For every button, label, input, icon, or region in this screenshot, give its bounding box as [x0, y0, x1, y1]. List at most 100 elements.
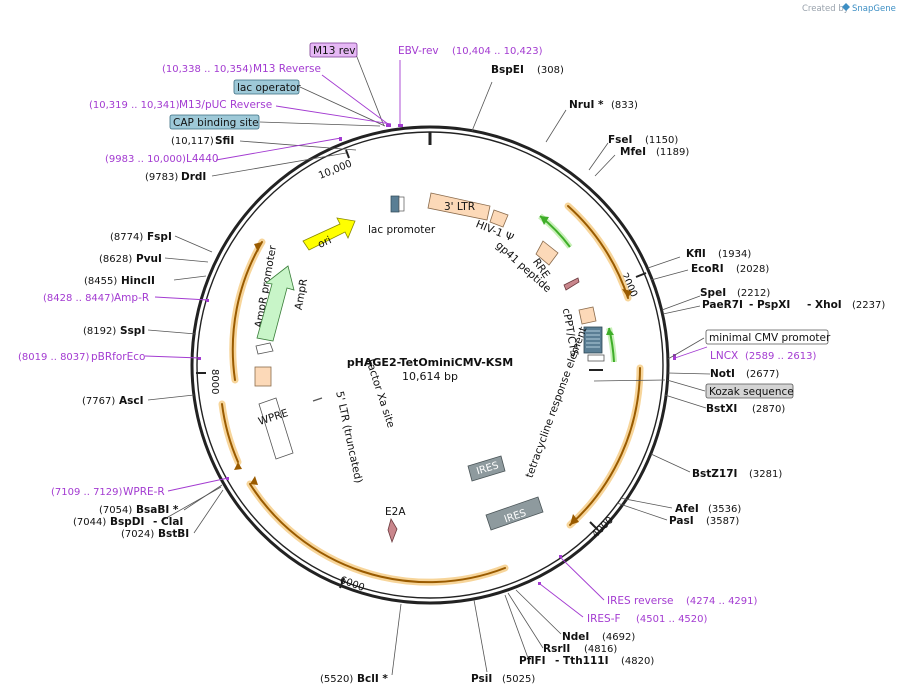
- svg-text:(7054): (7054): [99, 505, 132, 516]
- feature-ires-1: IRES: [467, 455, 506, 482]
- credit-brand: SnapGene: [852, 4, 896, 14]
- svg-text:(4274 .. 4291): (4274 .. 4291): [686, 596, 758, 607]
- site-pflfi: PflFI: [519, 655, 546, 667]
- svg-text:(8428 .. 8447): (8428 .. 8447): [43, 293, 115, 304]
- site-bstxi: BstXI: [706, 403, 737, 415]
- box-kozak: [705, 383, 794, 399]
- svg-text:(9983 .. 10,000): (9983 .. 10,000): [105, 154, 186, 165]
- site-rsrii: RsrII: [543, 643, 570, 655]
- feature-rre: [535, 240, 559, 266]
- feature-ampr: [256, 265, 295, 342]
- svg-text:Kozak sequence: Kozak sequence: [709, 386, 794, 398]
- svg-text:(7767): (7767): [82, 396, 115, 407]
- feature-ampr-promoter: [255, 342, 274, 355]
- primer-lncx: LNCX: [710, 350, 738, 362]
- snapgene-logo-icon: [842, 3, 850, 11]
- svg-text:(8455): (8455): [84, 276, 117, 287]
- site-fspi: FspI: [147, 231, 172, 243]
- svg-text:(8628): (8628): [99, 254, 132, 265]
- svg-text:(4501 .. 4520): (4501 .. 4520): [636, 614, 708, 625]
- svg-text:(8774): (8774): [110, 232, 143, 243]
- svg-text:(308): (308): [537, 65, 564, 76]
- site-hincii: HincII: [121, 275, 155, 287]
- site-xhoi: - XhoI: [807, 299, 842, 311]
- svg-text:(4820): (4820): [621, 656, 654, 667]
- site-noti: NotI: [710, 368, 735, 380]
- leaders: [147, 51, 711, 676]
- label-tre: tetracycline response element: [524, 325, 590, 479]
- site-bspei: BspEI: [491, 64, 524, 76]
- site-bstz17i: BstZ17I: [692, 468, 737, 480]
- feature-5ltr: [254, 366, 272, 387]
- label-5ltr: 5' LTR (truncated): [333, 390, 364, 484]
- svg-text:(2237): (2237): [852, 300, 885, 311]
- svg-text:(2589 .. 2613): (2589 .. 2613): [745, 351, 817, 362]
- site-pvui: PvuI: [136, 253, 162, 265]
- orf-arcs: [218, 202, 644, 586]
- orf-arrowheads: [234, 242, 632, 525]
- backbone-outer: [190, 125, 670, 605]
- svg-text:(1150): (1150): [645, 135, 678, 146]
- primer-wpre-r: WPRE-R: [123, 486, 165, 498]
- svg-text:(2677): (2677): [746, 369, 779, 380]
- feature-lac-promoter: [390, 195, 405, 213]
- site-kfli: KflI: [686, 248, 706, 260]
- primer-marks: [198, 124, 676, 585]
- svg-text:(5520): (5520): [320, 674, 353, 685]
- site-fsei: FseI: [608, 134, 632, 146]
- svg-text:(2212): (2212): [737, 288, 770, 299]
- primer-pbrforeco: pBRforEco: [91, 351, 145, 363]
- svg-text:(833): (833): [611, 100, 638, 111]
- label-ori: ori: [316, 234, 333, 251]
- site-pspxi: - PspXI: [749, 299, 790, 311]
- svg-text:(10,117): (10,117): [171, 136, 214, 147]
- svg-text:(7024): (7024): [121, 529, 154, 540]
- site-ndei: NdeI: [562, 631, 589, 643]
- svg-text:(9783): (9783): [145, 172, 178, 183]
- svg-text:(10,404 .. 10,423): (10,404 .. 10,423): [452, 46, 543, 57]
- site-drdi: DrdI: [181, 171, 206, 183]
- svg-text:(1189): (1189): [656, 147, 689, 158]
- svg-text:(5025): (5025): [502, 674, 535, 685]
- feature-factor-xa: [312, 397, 323, 402]
- svg-text:M13 rev: M13 rev: [313, 45, 356, 57]
- site-sspi: SspI: [120, 325, 145, 337]
- feature-ltr-piece: [489, 209, 509, 228]
- site-bstbi: BstBI: [158, 528, 189, 540]
- site-mfei: MfeI: [620, 146, 646, 158]
- primer-ebv-rev: EBV-rev: [398, 45, 439, 57]
- svg-text:(7109 .. 7129): (7109 .. 7129): [51, 487, 123, 498]
- feature-ori: [302, 217, 356, 251]
- svg-text:(10,338 .. 10,354): (10,338 .. 10,354): [162, 64, 253, 75]
- primer-leaders: [144, 60, 708, 618]
- site-afei: AfeI: [675, 503, 699, 515]
- feature-tre: [583, 326, 605, 371]
- sites-left: (10,117) SfiI (9783) DrdI (8774) FspI (8…: [73, 135, 234, 540]
- primer-l4440: L4440: [186, 153, 219, 165]
- credit-text: Created by: [802, 4, 849, 14]
- site-bspdi: BspDI: [110, 516, 144, 528]
- green-arrows: [538, 213, 617, 363]
- primer-m13-puc-reverse: M13/pUC Reverse: [179, 99, 272, 111]
- plasmid-size: 10,614 bp: [402, 370, 458, 383]
- svg-text:(1934): (1934): [718, 249, 751, 260]
- sites-right: BspEI (308) NruI * (833) FseI (1150) Mfe…: [320, 64, 885, 685]
- svg-text:(8019 .. 8037): (8019 .. 8037): [18, 352, 90, 363]
- site-bsabi: BsaBI *: [136, 504, 179, 516]
- feature-3ltr: 3' LTR: [427, 192, 491, 221]
- site-pasi: PasI: [669, 515, 694, 527]
- primer-ires-reverse: IRES reverse: [607, 595, 674, 607]
- site-paer7i: PaeR7I: [702, 299, 743, 311]
- tick-10000: 10,000: [317, 158, 354, 181]
- site-psii: PsiI: [471, 673, 492, 685]
- svg-text:(3536): (3536): [708, 504, 741, 515]
- label-lac-promoter: lac promoter: [368, 224, 436, 236]
- primer-labels: EBV-rev (10,404 .. 10,423) (10,338 .. 10…: [18, 45, 817, 625]
- svg-text:(3281): (3281): [749, 469, 782, 480]
- svg-text:(2870): (2870): [752, 404, 785, 415]
- svg-text:(8192): (8192): [83, 326, 116, 337]
- site-tth111i: - Tth111I: [555, 655, 609, 667]
- site-sfii: SfiI: [215, 135, 234, 147]
- boxed-labels: M13 rev lac operator CAP binding site mi…: [169, 42, 831, 399]
